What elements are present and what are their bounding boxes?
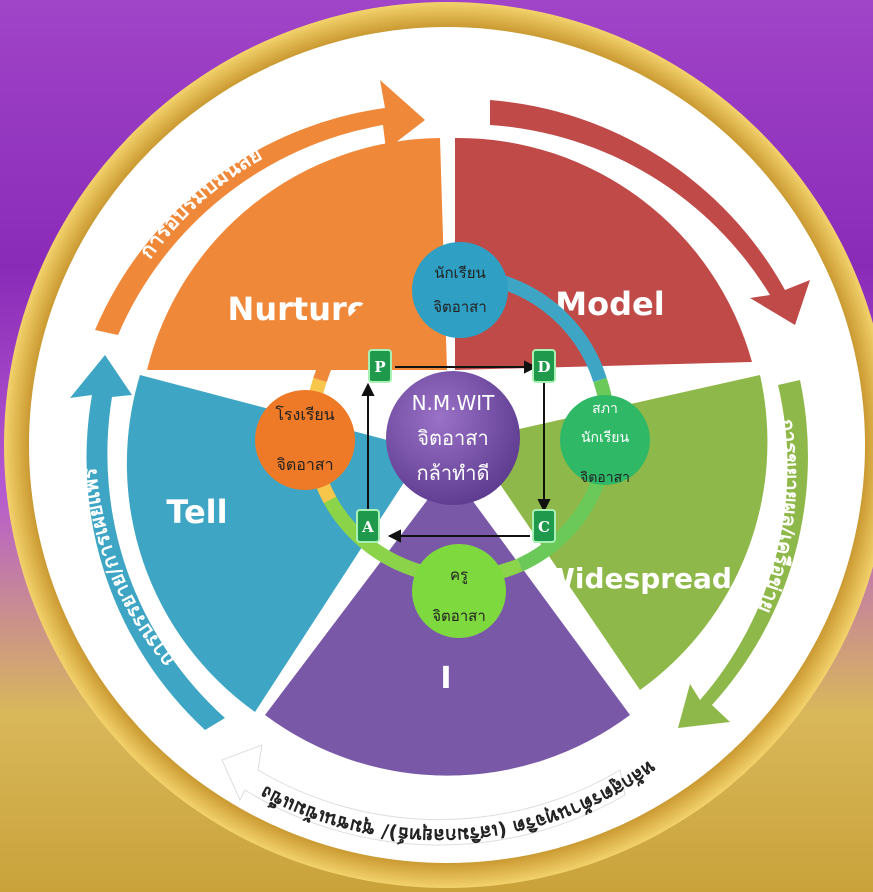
outer-arrows	[70, 80, 810, 846]
node-council-line3: จิตอาสา	[580, 470, 630, 486]
node-council: สภา นักเรียน จิตอาสา	[560, 395, 650, 486]
pdca-box-d: D	[532, 349, 556, 383]
center-hub: N.M.WIT จิตอาสา กล้าทำดี	[386, 371, 520, 505]
label-tell: Tell	[166, 493, 227, 531]
pdca-arrows	[361, 360, 551, 543]
node-council-line2: นักเรียน	[581, 430, 630, 446]
pdca-d-label: D	[537, 358, 550, 376]
node-student: นักเรียน จิตอาสา	[412, 242, 508, 338]
pdca-c-label: C	[538, 518, 550, 536]
pdca-a-label: A	[361, 518, 374, 536]
arrow-nurture	[95, 80, 425, 335]
arrow-model	[490, 100, 810, 325]
pdca-p-label: P	[374, 358, 385, 376]
pdca-box-p: P	[368, 349, 392, 383]
arrow-widespread	[678, 380, 808, 728]
label-i: I	[440, 661, 451, 696]
node-school-line1: โรงเรียน	[275, 405, 334, 424]
center-line3: กล้าทำดี	[417, 461, 490, 485]
pdca-box-c: C	[532, 509, 556, 543]
pdca-box-a: A	[356, 509, 380, 543]
center-line2: จิตอาสา	[417, 426, 488, 450]
node-teacher: ครู จิตอาสา	[412, 544, 506, 638]
label-widespread: Widespread	[544, 562, 732, 595]
arrow-i	[221, 744, 626, 846]
label-model: Model	[555, 285, 664, 323]
node-student-line2: จิตอาสา	[433, 298, 487, 316]
node-school: โรงเรียน จิตอาสา	[255, 390, 355, 490]
node-teacher-line2: จิตอาสา	[432, 607, 486, 625]
center-title: N.M.WIT	[412, 391, 496, 415]
node-council-line1: สภา	[592, 401, 618, 417]
node-teacher-line1: ครู	[450, 566, 468, 584]
segment-model	[455, 137, 752, 370]
node-student-line1: นักเรียน	[434, 264, 486, 282]
node-school-line2: จิตอาสา	[276, 455, 333, 474]
arrow-tell	[70, 355, 225, 730]
